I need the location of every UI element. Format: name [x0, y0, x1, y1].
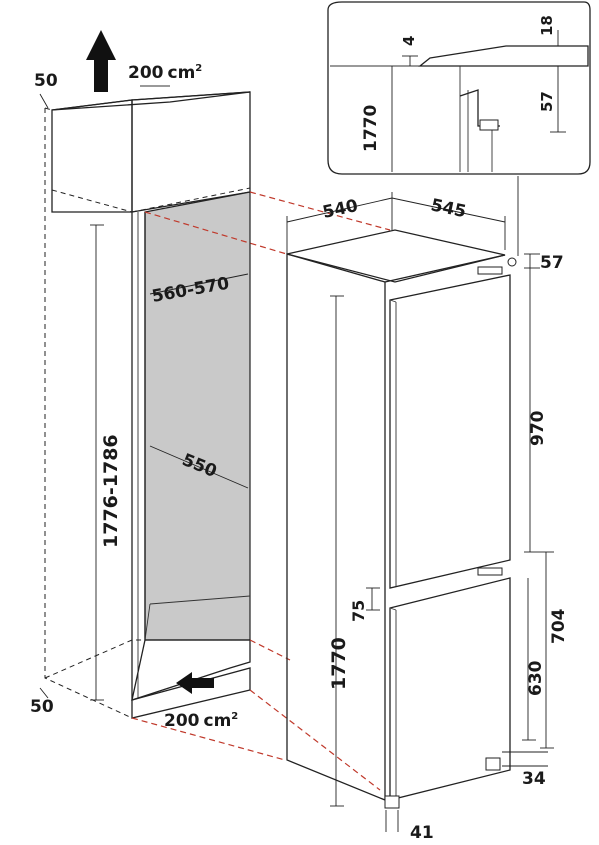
foot-right-label: 34 — [522, 769, 546, 789]
appliance-depth-label: 540 — [321, 196, 360, 223]
detail-offset-label: 57 — [538, 91, 556, 112]
top-offset-label: 57 — [540, 253, 564, 273]
appliance-depth-dimension — [286, 192, 506, 254]
niche-width-line — [149, 273, 249, 295]
alignment-lines — [131, 191, 391, 791]
detail-gap-label: 4 — [400, 36, 418, 46]
detail-top-label: 18 — [538, 15, 556, 36]
niche-height-dimension — [90, 224, 104, 701]
door-gap-label: 75 — [349, 600, 368, 622]
vent-arrow-in-icon — [176, 672, 214, 694]
fridge-door-label: 970 — [528, 410, 548, 446]
detail-inset — [327, 1, 591, 175]
bottom-clearance-label: 50 — [30, 697, 54, 717]
appliance-height-label: 1770 — [328, 637, 350, 690]
foot-front-label: 41 — [410, 823, 434, 843]
niche-cavity — [144, 191, 251, 641]
vent-arrow-up-icon — [86, 30, 116, 92]
niche-height-label: 1776-1786 — [100, 434, 122, 548]
niche-depth-line — [149, 445, 249, 489]
top-clearance-label: 50 — [34, 71, 58, 91]
appliance-body — [286, 229, 517, 809]
niche-cabinet — [44, 85, 251, 719]
detail-height-label: 1770 — [361, 105, 381, 152]
right-dimensions — [502, 176, 554, 767]
freezer-door-label: 630 — [526, 660, 546, 696]
appliance-depth-door-label: 545 — [429, 195, 468, 222]
left-dimensions — [330, 295, 399, 832]
freezer-section-label: 704 — [549, 608, 569, 644]
